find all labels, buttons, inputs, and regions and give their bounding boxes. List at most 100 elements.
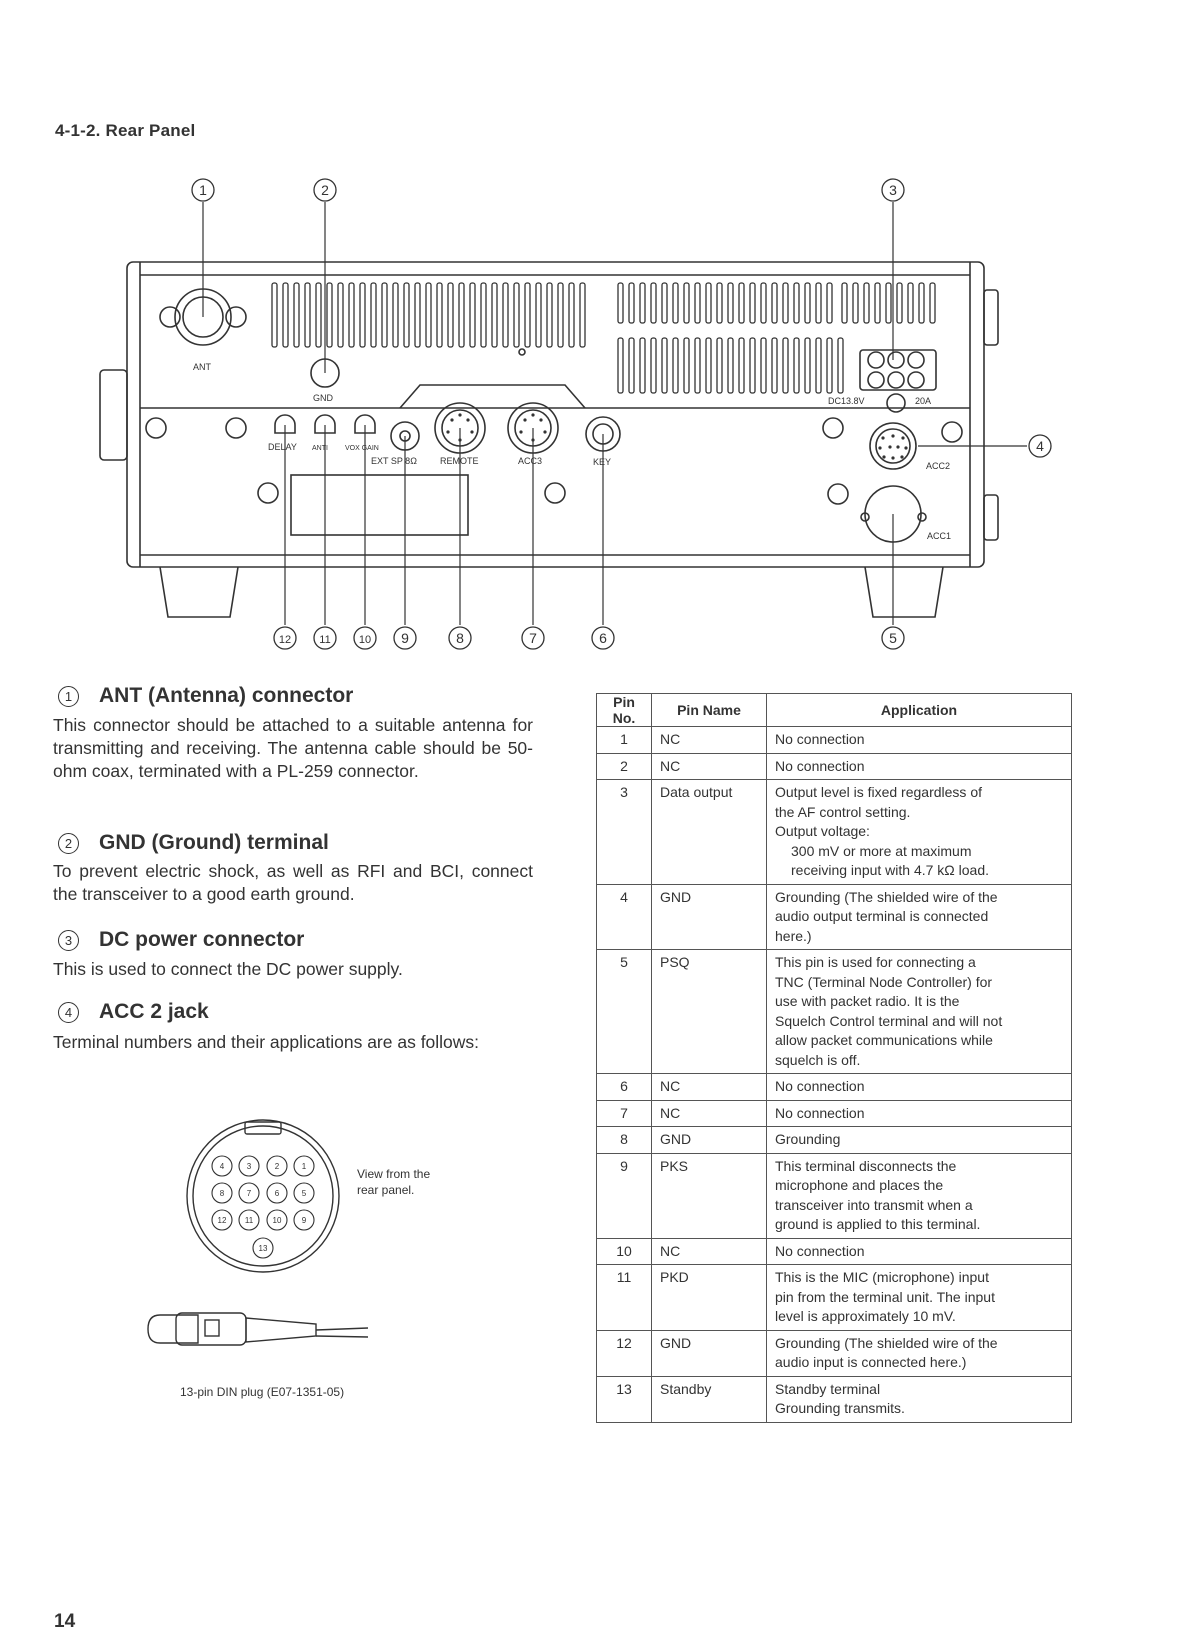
header-pin-no: Pin No. bbox=[596, 693, 652, 727]
vent-slot bbox=[804, 282, 811, 324]
vent-slot bbox=[672, 282, 679, 324]
label-amp: 20A bbox=[915, 396, 931, 406]
application-line: No connection bbox=[775, 757, 865, 774]
vent-slot bbox=[337, 282, 344, 348]
vent-slot bbox=[661, 282, 668, 324]
vent-slot bbox=[694, 337, 701, 394]
application-cell: No connection bbox=[766, 1237, 1072, 1265]
vent-slot bbox=[535, 282, 542, 348]
application-line: pin from the terminal unit. The input bbox=[775, 1288, 995, 1305]
vent-slot bbox=[760, 337, 767, 394]
vent-slot bbox=[727, 337, 734, 394]
din-caption-1: View from the bbox=[357, 1167, 430, 1181]
din-pin-number: 8 bbox=[220, 1189, 225, 1198]
din-pin-number: 2 bbox=[275, 1162, 280, 1171]
callout-number: 3 bbox=[889, 182, 897, 198]
pin-name-cell: PSQ bbox=[651, 949, 767, 1074]
label-acc3: ACC3 bbox=[518, 456, 542, 466]
vent-slot bbox=[837, 337, 844, 394]
callout-circle bbox=[273, 626, 297, 650]
application-line: receiving input with 4.7 kΩ load. bbox=[791, 862, 990, 878]
vent-slot bbox=[557, 282, 564, 348]
label-dc: DC13.8V bbox=[828, 396, 865, 406]
heading-text: DC power connector bbox=[99, 928, 305, 951]
vent-slot bbox=[749, 337, 756, 394]
vent-slot bbox=[447, 282, 454, 348]
application-cell: Grounding bbox=[766, 1126, 1072, 1153]
application-line: here.) bbox=[775, 927, 812, 944]
vent-slot bbox=[436, 282, 443, 348]
pin-number-cell: 5 bbox=[596, 949, 652, 1074]
application-line: squelch is off. bbox=[775, 1051, 861, 1068]
label-acc2: ACC2 bbox=[926, 461, 950, 471]
din-pin-number: 4 bbox=[220, 1162, 225, 1171]
pin-number-cell: 12 bbox=[596, 1329, 652, 1376]
page-number: 14 bbox=[54, 1611, 76, 1632]
callout-circle bbox=[313, 626, 337, 650]
din-pin bbox=[266, 1209, 288, 1231]
vent-slot bbox=[863, 282, 870, 324]
application-line: the AF control setting. bbox=[775, 803, 911, 820]
pin-number-cell: 2 bbox=[596, 752, 652, 780]
vent-slot bbox=[403, 282, 410, 348]
pin-name-cell: GND bbox=[651, 1329, 767, 1376]
para-gnd: To prevent electric shock, as well as RF… bbox=[53, 861, 533, 904]
pin-number-cell: 10 bbox=[596, 1237, 652, 1265]
pin-name-cell: NC bbox=[651, 1237, 767, 1265]
vent-slot bbox=[491, 282, 498, 348]
application-line: 300 mV or more at maximum bbox=[791, 842, 972, 859]
pin-name-cell: NC bbox=[651, 1073, 767, 1100]
vent-slot bbox=[749, 282, 756, 324]
header-application: Application bbox=[766, 693, 1072, 727]
pin-name-cell: Data output bbox=[651, 779, 767, 884]
vent-slot bbox=[918, 282, 925, 324]
vent-slot bbox=[568, 282, 575, 348]
callout-circle bbox=[591, 626, 615, 650]
application-line: Output voltage: bbox=[775, 823, 870, 839]
application-line: audio output terminal is connected bbox=[775, 908, 989, 924]
vent-slot bbox=[683, 282, 690, 324]
label-gnd: GND bbox=[313, 393, 334, 403]
pin-number-cell: 4 bbox=[596, 883, 652, 950]
heading-number: 3 bbox=[58, 929, 79, 951]
rear-panel-diagram: ANT GND DC13.8V 20A DELAY ANTI VOX GAIN … bbox=[99, 178, 1052, 650]
vent-slot bbox=[650, 282, 657, 324]
vent-slot bbox=[650, 337, 657, 394]
pin-name-cell: NC bbox=[651, 726, 767, 753]
din-pin bbox=[211, 1182, 233, 1204]
vent-slot bbox=[727, 282, 734, 324]
callout-circle bbox=[448, 626, 472, 650]
vent-slot bbox=[546, 282, 553, 348]
application-line: allow packet communications while bbox=[775, 1032, 993, 1048]
vent-slot bbox=[771, 337, 778, 394]
din-pin-number: 10 bbox=[273, 1216, 282, 1225]
application-line: TNC (Terminal Node Controller) for bbox=[775, 973, 993, 990]
vent-slot bbox=[293, 282, 300, 348]
vent-slot bbox=[617, 282, 624, 324]
vent-slot bbox=[513, 282, 520, 348]
din-pin bbox=[266, 1155, 288, 1177]
foot-left bbox=[159, 566, 239, 618]
vent-slot bbox=[874, 282, 881, 324]
vent-slot bbox=[315, 282, 322, 348]
callout-number: 5 bbox=[889, 630, 897, 646]
din-pin bbox=[266, 1182, 288, 1204]
vent-slot bbox=[414, 282, 421, 348]
pin-name-cell: PKD bbox=[651, 1264, 767, 1330]
label-vox-gain: VOX GAIN bbox=[345, 445, 379, 452]
pin-number-cell: 13 bbox=[596, 1375, 652, 1423]
application-line: No connection bbox=[775, 1078, 865, 1094]
pin-number-cell: 6 bbox=[596, 1073, 652, 1100]
application-line: Grounding transmits. bbox=[775, 1400, 905, 1416]
application-cell: No connection bbox=[766, 1073, 1072, 1100]
callout-number: 9 bbox=[401, 630, 409, 646]
